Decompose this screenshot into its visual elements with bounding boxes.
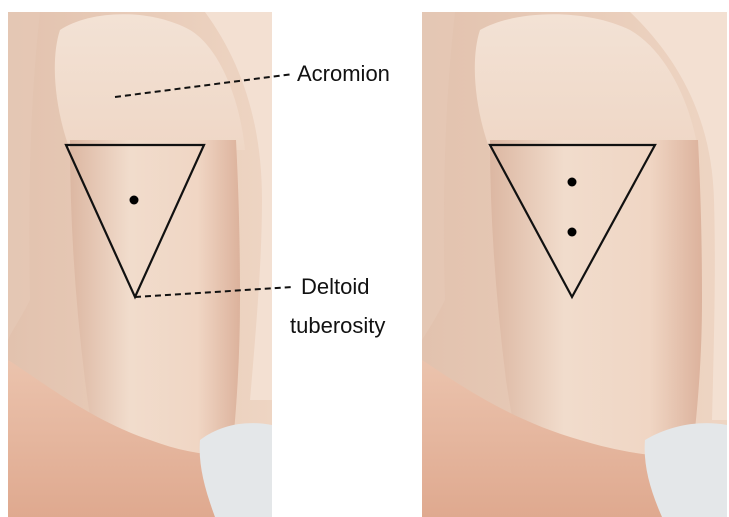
left-diaper (200, 423, 272, 517)
deltoid-tuberosity-label-line1: Deltoid (301, 274, 369, 299)
acromion-label: Acromion (297, 61, 390, 86)
right-injection-site-dot-lower (568, 228, 577, 237)
right-diaper (645, 423, 727, 517)
right-panel (422, 12, 727, 517)
right-injection-site-dot-upper (568, 178, 577, 187)
left-injection-site-dot (130, 196, 139, 205)
deltoid-tuberosity-label-line2: tuberosity (290, 313, 385, 338)
left-photo (8, 12, 272, 517)
right-photo (422, 12, 727, 517)
left-panel: Acromion Deltoid tuberosity (8, 12, 390, 517)
